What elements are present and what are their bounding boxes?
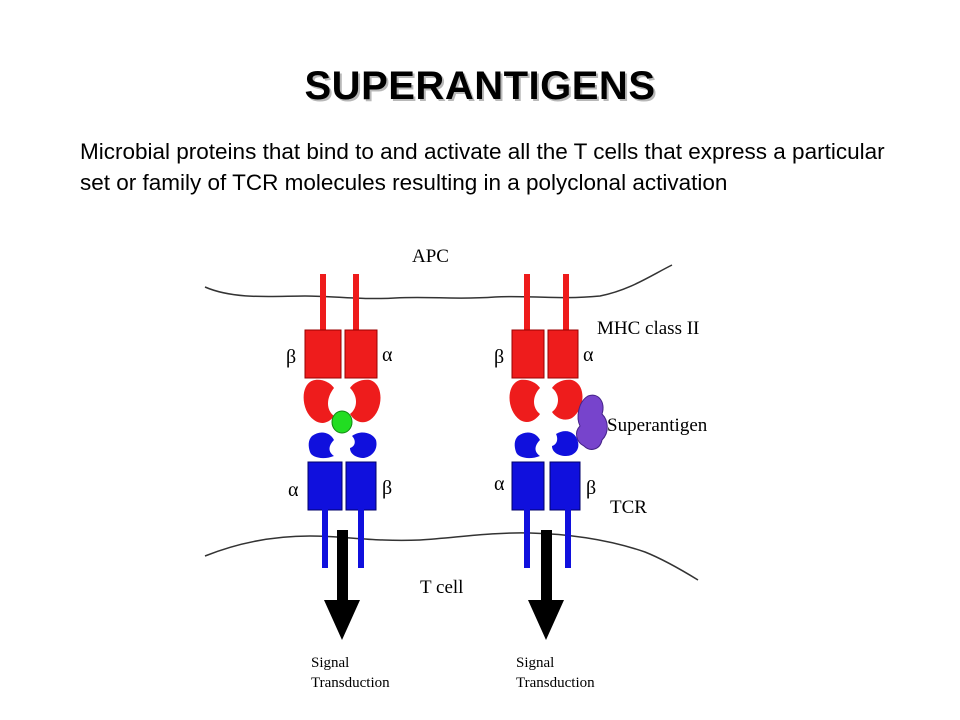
mhc-beta-domain	[511, 329, 545, 379]
superantigen-molecule	[576, 394, 608, 450]
mhc-alpha-domain	[344, 329, 378, 379]
signal-arrow	[324, 530, 360, 640]
left-complex: β α α β Signal Transduction	[286, 274, 393, 691]
signal-arrow	[528, 530, 564, 640]
right-complex: β α α β Signal Transduction	[494, 274, 608, 691]
transduction-label: Transduction	[311, 675, 390, 691]
tcr-beta-lobe	[552, 431, 579, 456]
tcr-alpha-stalk	[524, 508, 530, 568]
transduction-label: Transduction	[516, 675, 595, 691]
tcr-alpha-lobe	[308, 432, 334, 459]
signal-label: Signal	[516, 655, 554, 671]
mhc-beta-stalk	[524, 274, 530, 332]
slide-description: Microbial proteins that bind to and acti…	[80, 139, 885, 195]
t-cell-label: T cell	[420, 577, 463, 598]
tcr-beta-chain-label: β	[382, 477, 392, 499]
apc-membrane	[204, 264, 673, 300]
mhc-class-ii-label: MHC class II	[597, 318, 699, 339]
tcr-beta-stalk	[358, 508, 364, 568]
superantigen-label: Superantigen	[607, 415, 708, 436]
superantigen-diagram: APC MHC class II Superantigen TCR T cell…	[204, 246, 708, 691]
mhc-beta-stalk	[320, 274, 326, 332]
mhc-alpha-domain	[547, 329, 579, 379]
mhc-beta-chain-label: β	[286, 346, 296, 368]
tcr-alpha-domain	[307, 461, 343, 511]
apc-label: APC	[412, 246, 449, 267]
mhc-beta-lobe	[509, 379, 540, 423]
mhc-beta-chain-label: β	[494, 346, 504, 368]
mhc-alpha-stalk	[353, 274, 359, 332]
mhc-alpha-chain-label: α	[382, 344, 393, 366]
tcr-label: TCR	[610, 497, 647, 518]
tcr-alpha-chain-label: α	[494, 473, 505, 495]
tcr-alpha-domain	[511, 461, 545, 511]
tcr-beta-stalk	[565, 508, 571, 568]
mhc-beta-lobe	[303, 379, 334, 423]
tcr-beta-chain-label: β	[586, 477, 596, 499]
mhc-beta-domain	[304, 329, 342, 379]
mhc-alpha-lobe	[552, 379, 583, 420]
mhc-alpha-lobe	[350, 379, 381, 423]
tcr-alpha-lobe	[514, 432, 540, 459]
tcr-alpha-chain-label: α	[288, 479, 299, 501]
tcr-beta-domain	[345, 461, 377, 511]
tcr-beta-domain	[549, 461, 581, 511]
slide-title: SUPERANTIGENS	[304, 64, 656, 108]
signal-label: Signal	[311, 655, 349, 671]
tcr-beta-lobe	[350, 432, 377, 458]
mhc-alpha-stalk	[563, 274, 569, 332]
tcell-membrane	[204, 532, 699, 581]
peptide-antigen	[331, 410, 353, 434]
mhc-alpha-chain-label: α	[583, 344, 594, 366]
tcr-alpha-stalk	[322, 508, 328, 568]
